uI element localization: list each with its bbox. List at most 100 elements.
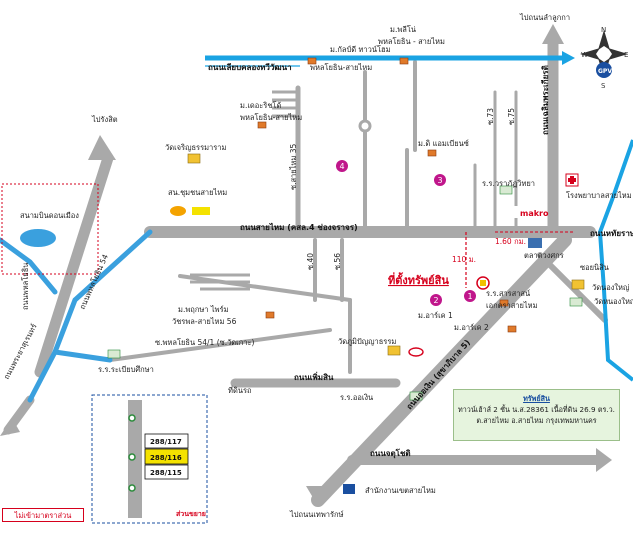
pleno-sub-label: พหลโยธิน - สายไหม bbox=[378, 37, 445, 46]
right-canal bbox=[597, 139, 633, 382]
marker-1-label: 1 bbox=[467, 292, 472, 301]
marker-3-label: 3 bbox=[437, 176, 442, 185]
lane-sign-label: ซอยนิสิน bbox=[580, 263, 609, 272]
school-icon bbox=[569, 297, 583, 307]
school-warapat-label: ร.ร.วราภัฏวิทยา bbox=[482, 179, 535, 188]
saraswati-sub-label: เอกตราสายไหม bbox=[486, 301, 538, 310]
house-icon bbox=[265, 311, 275, 319]
school-saraswati-label: ร.ร.สารสาสน์ bbox=[486, 289, 530, 298]
house-icon bbox=[399, 57, 409, 65]
house-icon bbox=[507, 325, 517, 333]
school-pienyan-label: ร.ร.ระเบียบศึกษา bbox=[98, 365, 154, 374]
marker-4: 4 bbox=[336, 160, 348, 172]
soi-35-label: ซ.สายไหม 35 bbox=[289, 144, 298, 190]
hospital-label: โรงพยาบาลสายไหม bbox=[566, 191, 632, 200]
marker-4-label: 4 bbox=[339, 162, 344, 171]
the-rich-sub-label: พหลโยธิน-สายไหม bbox=[240, 113, 302, 122]
marker-1: 1 bbox=[464, 290, 476, 302]
phaholyothin54-label: ถนนพหลโยธิน 54 bbox=[78, 253, 110, 311]
toyota-logo bbox=[408, 347, 424, 357]
canal-road bbox=[205, 51, 575, 67]
compass-w: W bbox=[581, 51, 588, 59]
direction-arrows bbox=[0, 24, 612, 506]
wat-nong-yai-label: วัดหนองใหญ่ bbox=[594, 297, 633, 306]
inset-map bbox=[91, 394, 208, 524]
house-icon bbox=[499, 299, 509, 307]
m-pleno-label: ม.พลีโน่ bbox=[390, 25, 416, 34]
wat-phu-label: วัดภูมิปัญญาธรรม bbox=[338, 337, 396, 346]
house-icons bbox=[257, 57, 517, 333]
compass-brand: GPV bbox=[598, 68, 612, 75]
to-nonthaburi-label: ไปถนนเทพารักษ์ bbox=[289, 510, 344, 519]
lot-top-label: 288/117 bbox=[150, 438, 182, 446]
legend-title: ทรัพย์สิน bbox=[523, 394, 550, 403]
to-rangsit-label: ไปรังสิต bbox=[91, 115, 118, 124]
house-icon bbox=[257, 121, 267, 129]
house-icon bbox=[427, 149, 437, 157]
phruksa-sub-label: วัชรพล-สายไหม 56 bbox=[172, 317, 237, 326]
right-edge-road-label: ถนนหทัยราษฎร์ bbox=[590, 228, 633, 238]
makro-label: makro bbox=[520, 209, 549, 218]
hospital-icon bbox=[565, 173, 579, 187]
road-network bbox=[3, 36, 608, 507]
sai-mai-office-label: สน.ชุมชนสายไหม bbox=[168, 188, 227, 197]
airport-label: สนามบินดอนเมือง bbox=[20, 211, 79, 220]
m-the-rich-label: ม.เดอะริชโด้ bbox=[240, 101, 281, 110]
market-icon bbox=[528, 238, 542, 248]
marker-3: 3 bbox=[434, 174, 446, 186]
property-lane bbox=[465, 231, 575, 290]
temple-icons bbox=[187, 153, 585, 356]
phaholyothin-label: ถนนพหลโยธิน bbox=[21, 263, 30, 310]
compass-e: E bbox=[624, 51, 628, 59]
property-legend: ทรัพย์สิน ทาวน์เฮ้าส์ 2 ชั้น น.ส.28361 เ… bbox=[453, 389, 620, 441]
temple-icon bbox=[187, 153, 201, 164]
district-office-label: สำนักงานเขตสายไหม bbox=[365, 486, 436, 495]
phaholyothin-road bbox=[0, 229, 153, 403]
m-arkidi1-label: ม.อาร์เค 1 bbox=[418, 311, 453, 320]
school-icon bbox=[107, 349, 121, 359]
to-ram-intra-label: ที่ดินรถ bbox=[228, 385, 252, 395]
airport-box bbox=[1, 183, 99, 275]
house-icon bbox=[307, 57, 317, 65]
wat-charoen-label: วัดเจริญธรรมาราม bbox=[165, 143, 226, 152]
phermsin-label: ถนนเพิ่มสิน bbox=[294, 371, 334, 382]
school-icon bbox=[499, 185, 513, 195]
inset-section-label: ส่วนขยาย bbox=[176, 510, 206, 518]
m-arkidi2-label: ม.อาร์เค 2 bbox=[454, 323, 489, 332]
main-road-label: ถนนสายไหม (คสล.4 ช่องจราจร) bbox=[240, 222, 358, 232]
compass-s: S bbox=[601, 82, 606, 90]
wat-sai-mai-label: วัดนองใหญ่ bbox=[592, 283, 629, 292]
soi-40-label: ซ.40 bbox=[306, 253, 315, 270]
to-lam-luk-ka-label: ไปถนนลำลูกกา bbox=[519, 13, 570, 22]
temple-icon bbox=[571, 279, 585, 290]
soi-56-label: ซ.56 bbox=[333, 253, 342, 270]
district-office-icon bbox=[343, 484, 355, 494]
housing-blocks bbox=[190, 90, 298, 291]
soi-75-label: ซ.75 bbox=[507, 108, 516, 125]
canal-road-label: ถนนเลียบคลองทวีวัฒนา bbox=[208, 62, 292, 72]
lot-mid-label: 288/116 bbox=[150, 454, 182, 462]
distance-small-label: 110 ม. bbox=[452, 255, 476, 264]
m-phruksa-label: ม.พฤกษา ไพร์ม bbox=[178, 305, 229, 314]
phraya-surain-label: ถนนพระยาสุเรนทร์ bbox=[2, 322, 39, 381]
scale-note: ไม่เข้ามาตราส่วน bbox=[2, 508, 84, 522]
marker-2-label: 2 bbox=[433, 296, 438, 305]
m-d-ambiance-label: ม.ดิ แอมเบียนซ์ bbox=[418, 139, 469, 148]
school-icon bbox=[409, 391, 423, 401]
lot-bot-label: 288/115 bbox=[150, 469, 182, 477]
ptt-logo bbox=[170, 206, 210, 216]
temple-icon bbox=[387, 345, 401, 356]
marker-2: 2 bbox=[430, 294, 442, 306]
school-onngern-label: ร.ร.ออเงิน bbox=[340, 393, 373, 402]
distance-large-label: 1.60 กม. bbox=[495, 237, 526, 246]
chatuchot-label: ถนนจตุโชติ bbox=[370, 448, 411, 459]
property-location-label: ที่ตั้งทรัพย์สิน bbox=[388, 272, 449, 287]
legend-line1: ทาวน์เฮ้าส์ 2 ชั้น น.ส.28361 เนื้อที่ดิน… bbox=[458, 405, 615, 414]
school-icons bbox=[107, 185, 583, 401]
chalermphrakiat-label: ถนนเฉลิมพระเกียรติ bbox=[540, 65, 550, 135]
market-label: ตลาดวงศกร bbox=[524, 251, 564, 260]
legend-line2: ต.สายไหม อ.สายไหม กรุงเทพมหานคร bbox=[476, 416, 597, 425]
compass bbox=[580, 30, 628, 78]
soi-54-1-label: ซ.พหลโยธิน 54/1 (ซ.วัดเกาะ) bbox=[155, 338, 255, 347]
